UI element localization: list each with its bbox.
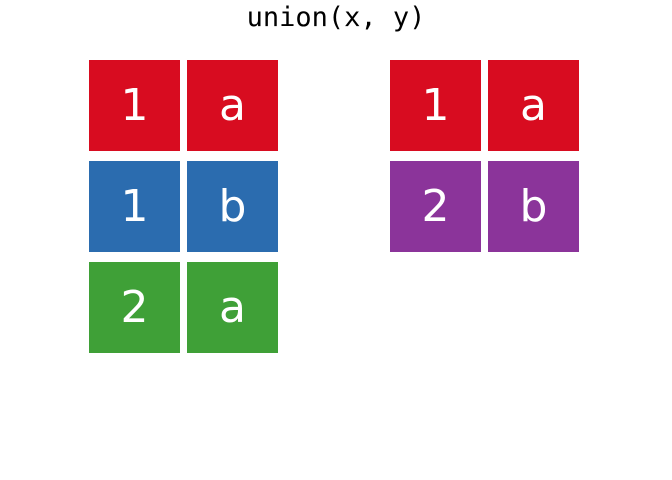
table-cell: a — [187, 60, 278, 151]
table-cell: 2 — [89, 262, 180, 353]
table-cell: 1 — [89, 161, 180, 252]
table-cell: a — [187, 262, 278, 353]
table-cell: b — [488, 161, 579, 252]
table-cell: b — [187, 161, 278, 252]
table-cell: a — [488, 60, 579, 151]
table-cell: 1 — [89, 60, 180, 151]
diagram-title: union(x, y) — [246, 2, 426, 33]
table-cell: 1 — [390, 60, 481, 151]
table-cell: 2 — [390, 161, 481, 252]
